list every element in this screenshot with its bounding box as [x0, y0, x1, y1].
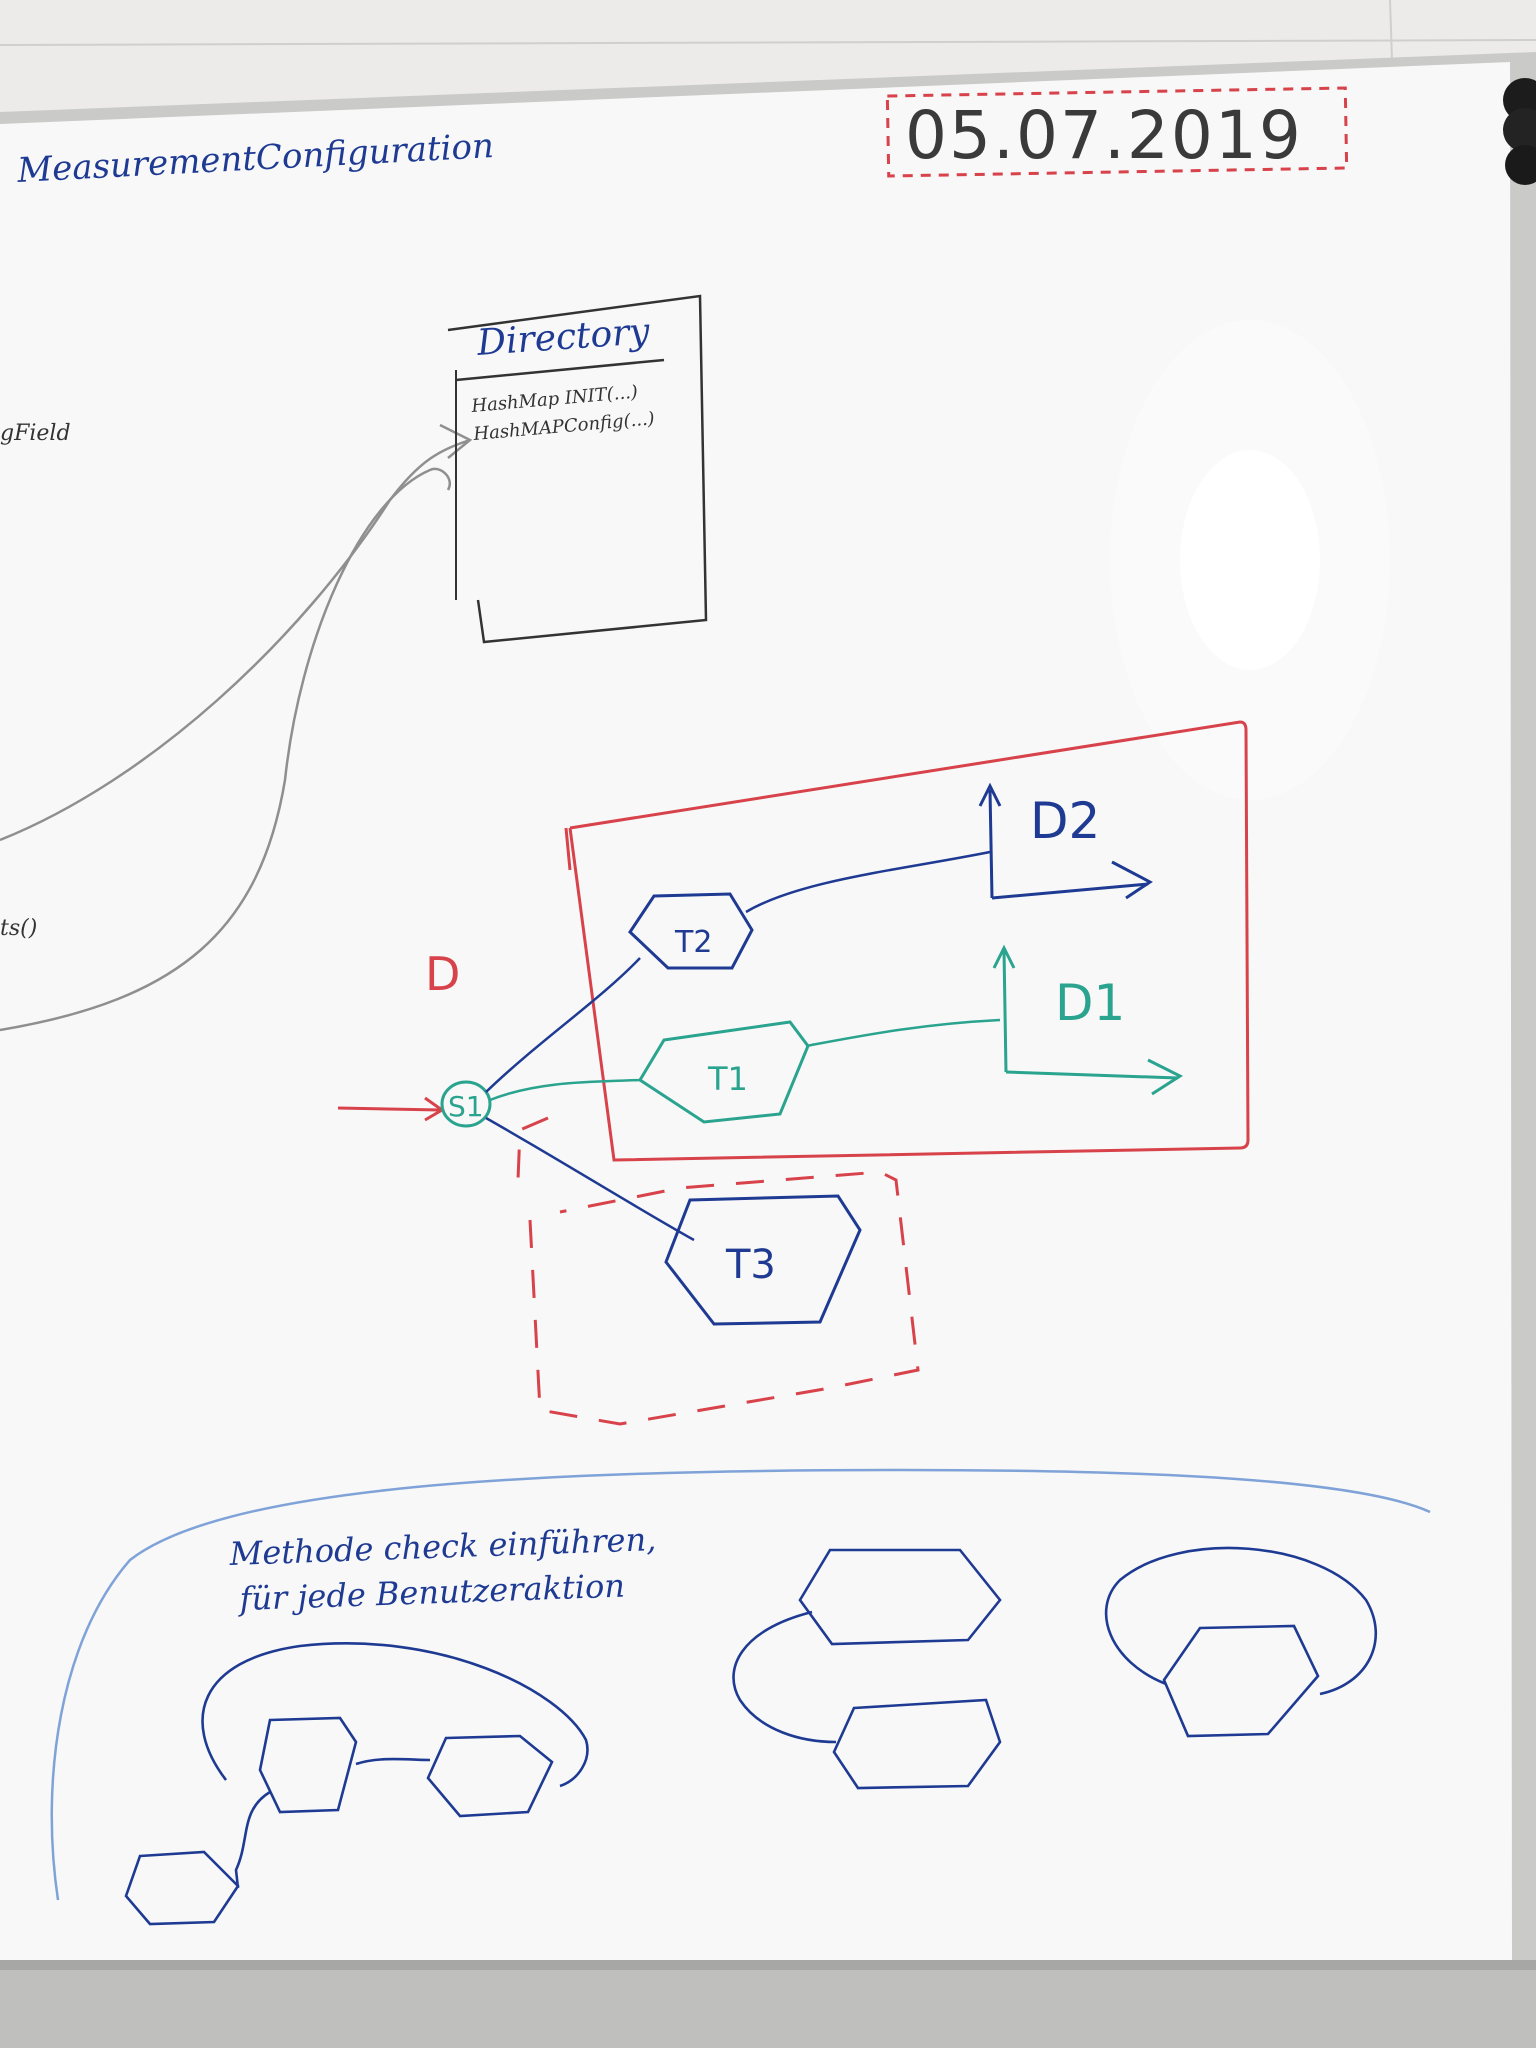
task-node-t2: T2 — [628, 892, 754, 970]
plot-d2-label: D2 — [1030, 792, 1100, 850]
sketch-middle — [732, 1548, 1002, 1790]
plot-d1: D1 — [992, 944, 1184, 1096]
blue-edges — [485, 850, 991, 1242]
marker-tray — [0, 1960, 1536, 2048]
date-text: 05.07.2019 — [905, 97, 1303, 174]
bottom-arc — [50, 1468, 1431, 1901]
teal-edges — [489, 1018, 1001, 1102]
date-stamp: 05.07.2019 — [885, 86, 1349, 178]
task-t2-label: T2 — [674, 925, 712, 960]
plot-d1-label: D1 — [1055, 974, 1125, 1032]
plot-d2: D2 — [978, 782, 1153, 900]
magnets — [1503, 78, 1536, 185]
sketch-left — [124, 1642, 589, 1926]
red-frame — [564, 720, 1250, 1162]
left-cut-text-1: gField — [0, 421, 71, 446]
dashed-red-box — [516, 1116, 920, 1426]
task-t3-label: T3 — [725, 1242, 776, 1288]
sketch-right — [1104, 1546, 1377, 1738]
start-node: S1 — [440, 1080, 492, 1128]
task-node-t1: T1 — [637, 1020, 810, 1124]
task-t1-label: T1 — [707, 1060, 748, 1098]
task-node-t3: T3 — [664, 1194, 862, 1326]
left-cut-text-2: ts() — [0, 916, 37, 941]
red-marker-label: D — [425, 947, 460, 1001]
board-surface — [0, 62, 1512, 1962]
start-node-label: S1 — [448, 1090, 484, 1123]
